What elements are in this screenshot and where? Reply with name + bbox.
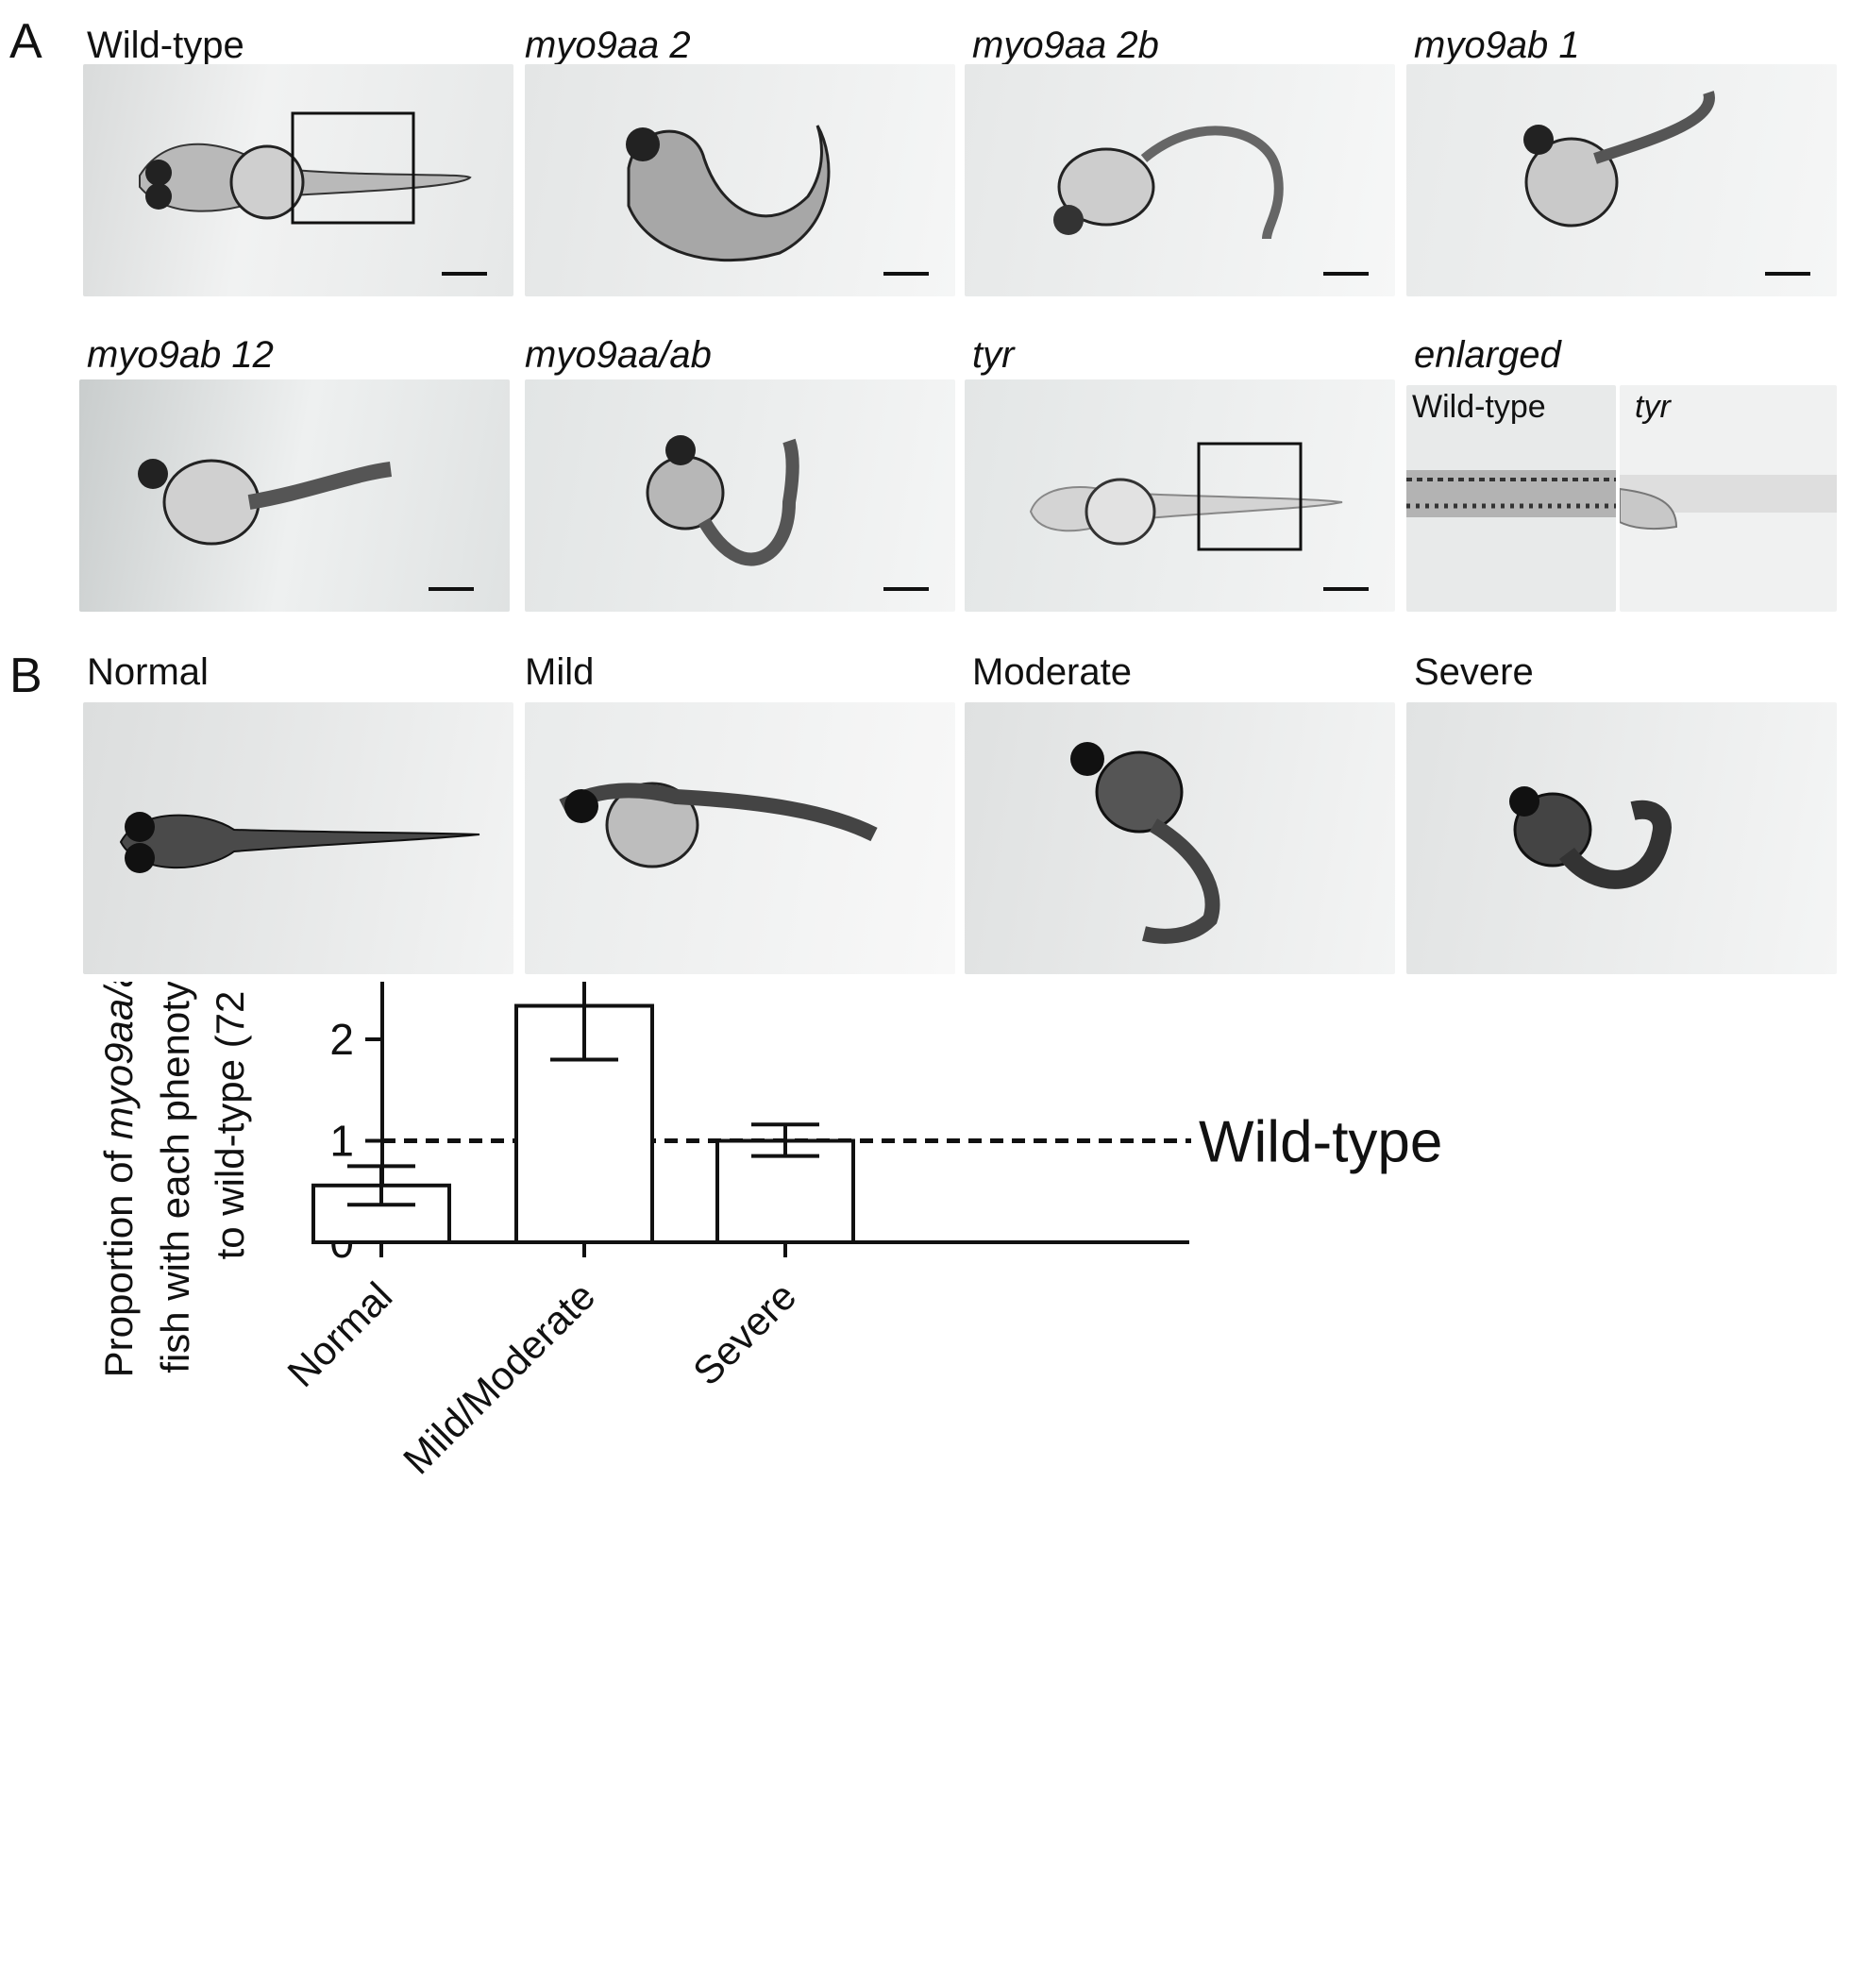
micrograph-myo9aa-2b bbox=[965, 64, 1395, 296]
micrograph-mild bbox=[525, 702, 955, 974]
micrograph-myo9aa-ab bbox=[525, 379, 955, 612]
genotype-label-wild-type: Wild-type bbox=[87, 25, 244, 66]
micrograph-moderate bbox=[965, 702, 1395, 974]
genotype-label-myo9aa-2b: myo9aa 2b bbox=[972, 25, 1159, 66]
larva-illustration bbox=[139, 111, 487, 276]
micrograph-myo9aa-2 bbox=[525, 64, 955, 296]
y-axis-title-line: Proportion of myo9aa/ab crispant bbox=[96, 982, 141, 1377]
y-axis-title-line: to wild-type (72 hpf) bbox=[208, 982, 252, 1259]
genotype-label-enlarged: enlarged bbox=[1414, 334, 1561, 376]
y-tick-label: 1 bbox=[329, 1117, 354, 1166]
phenotype-label-normal: Normal bbox=[87, 651, 209, 693]
enlarged-left-label: Wild-type bbox=[1412, 389, 1546, 425]
phenotype-label-moderate: Moderate bbox=[972, 651, 1132, 693]
larva-illustration bbox=[1509, 786, 1672, 889]
category-label: Severe bbox=[684, 1273, 804, 1393]
chart-bars: ** bbox=[311, 982, 855, 1245]
micrograph-enlarged-wild-type bbox=[1406, 385, 1616, 612]
enlarged-right-label: tyr bbox=[1635, 389, 1671, 425]
micrograph-myo9ab-1 bbox=[1406, 64, 1837, 296]
micrograph-severe bbox=[1406, 702, 1837, 974]
micrograph-enlarged-tyr bbox=[1620, 385, 1837, 612]
genotype-label-tyr: tyr bbox=[972, 334, 1015, 376]
reference-line-label: Wild-type bbox=[1199, 1110, 1442, 1175]
micrograph-tyr bbox=[965, 379, 1395, 612]
larva-illustration bbox=[646, 435, 929, 591]
category-label: Normal bbox=[278, 1273, 400, 1395]
larva-illustration bbox=[1070, 742, 1220, 944]
larva-illustration bbox=[119, 812, 480, 873]
panel-a-label: A bbox=[9, 14, 42, 69]
y-axis-title-line: fish with each phenotype relative bbox=[153, 982, 197, 1373]
larva-illustration bbox=[626, 125, 929, 276]
larva-illustration bbox=[1053, 126, 1369, 276]
category-label: Mild/Moderate bbox=[395, 1273, 603, 1482]
phenotype-label-mild: Mild bbox=[525, 651, 595, 693]
genotype-label-myo9ab-12: myo9ab 12 bbox=[87, 334, 274, 376]
y-tick-label: 2 bbox=[329, 1015, 354, 1064]
larva-illustration bbox=[1029, 442, 1369, 591]
micrograph-wild-type bbox=[83, 64, 513, 296]
phenotype-bar-chart: Proportion of myo9aa/ab crispant fish wit… bbox=[96, 982, 1442, 1483]
tail-illustration bbox=[1620, 475, 1837, 531]
phenotype-label-severe: Severe bbox=[1414, 651, 1534, 693]
micrograph-myo9ab-12 bbox=[79, 379, 510, 612]
panel-b-label: B bbox=[9, 649, 42, 703]
larva-illustration bbox=[138, 459, 474, 591]
tail-illustration bbox=[1406, 470, 1616, 517]
genotype-label-myo9ab-1: myo9ab 1 bbox=[1414, 25, 1580, 66]
genotype-label-myo9aa-2: myo9aa 2 bbox=[525, 25, 691, 66]
larva-illustration bbox=[1523, 91, 1810, 276]
larva-illustration bbox=[559, 782, 878, 868]
micrograph-normal bbox=[83, 702, 513, 974]
genotype-label-myo9aa-ab: myo9aa/ab bbox=[525, 334, 712, 376]
y-axis-title: Proportion of myo9aa/ab crispant fish wit… bbox=[96, 982, 252, 1377]
